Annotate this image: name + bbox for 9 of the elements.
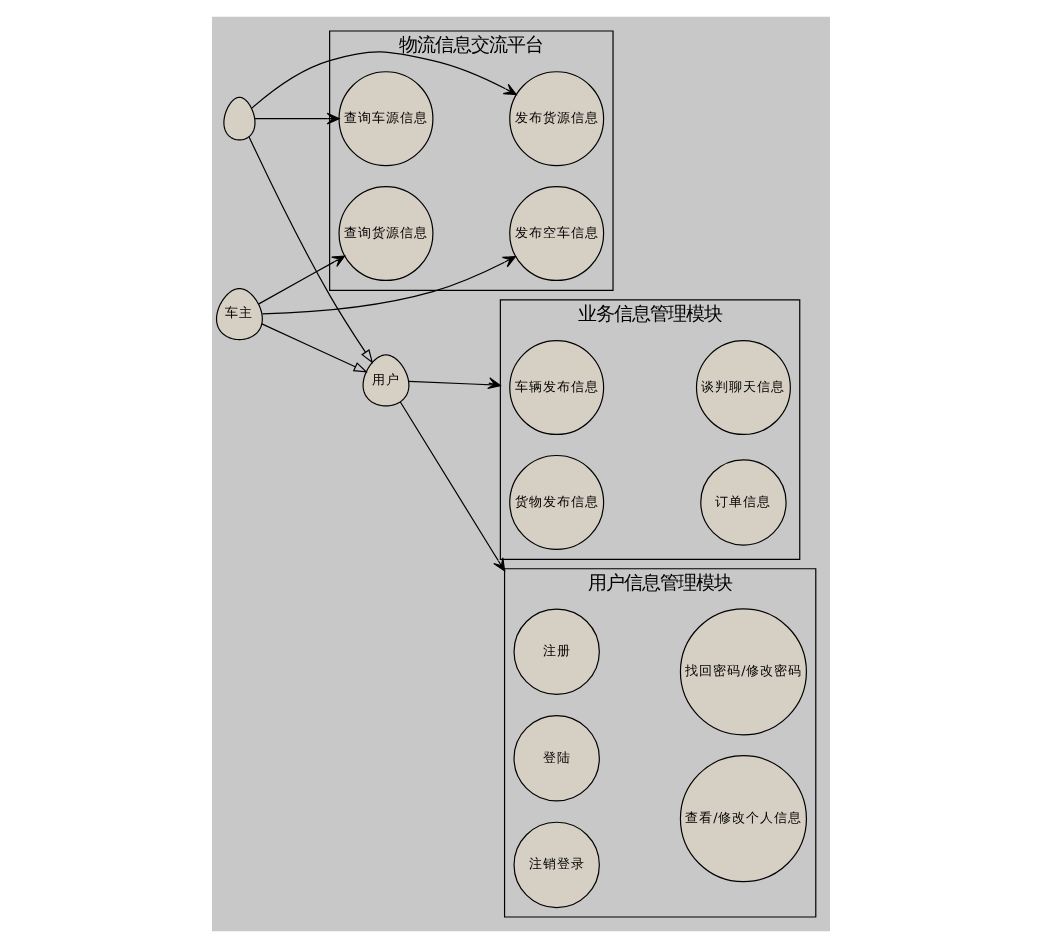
arrow bbox=[258, 255, 346, 305]
node-person bbox=[223, 96, 256, 141]
arrow bbox=[261, 256, 516, 315]
arrow bbox=[399, 401, 506, 572]
arrow bbox=[261, 323, 368, 373]
arrow bbox=[248, 136, 374, 364]
arrow bbox=[408, 377, 501, 389]
arrow bbox=[254, 112, 340, 125]
arrow bbox=[251, 51, 517, 109]
